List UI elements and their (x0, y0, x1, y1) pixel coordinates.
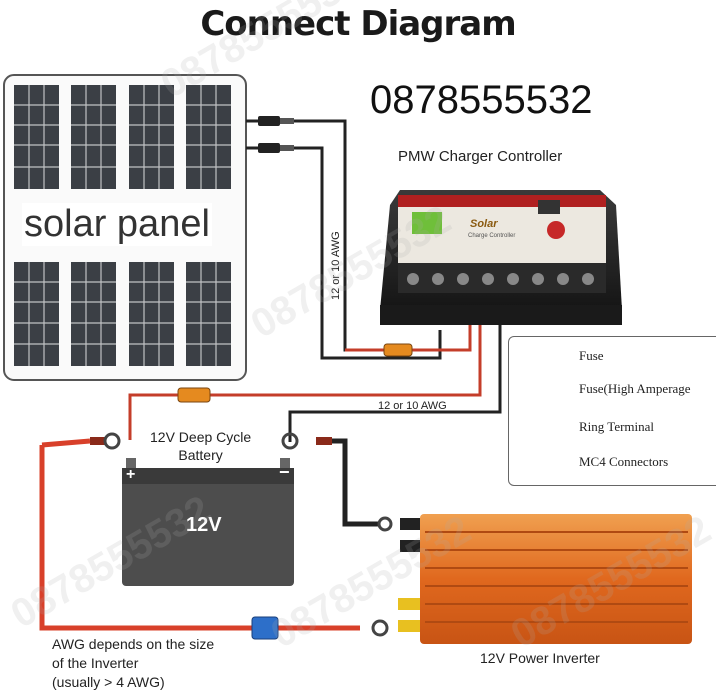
wire-gauge-horizontal: 12 or 10 AWG (378, 400, 447, 412)
legend-fuse-label: Fuse (579, 348, 604, 363)
battery-label-line2: Battery (178, 447, 223, 463)
solar-cells-top (14, 85, 231, 189)
inverter-wire-note-line2: of the Inverter (52, 655, 139, 671)
controller-label: PMW Charger Controller (398, 148, 563, 165)
solar-cells-bottom (14, 262, 231, 366)
legend-ring-terminal-label: Ring Terminal (579, 419, 655, 434)
battery-label-line1: 12V Deep Cycle (150, 429, 252, 445)
fuse-battery (177, 387, 211, 403)
inverter-wire-note: AWG depends on the size of the Inverter … (52, 635, 214, 692)
diagram-title: Connect Diagram (200, 4, 516, 44)
battery-plus: + (126, 466, 136, 483)
phone-number: 0878555532 (370, 78, 593, 122)
inverter-wire-note-line1: AWG depends on the size (52, 636, 215, 652)
ring-terminals-battery (90, 432, 332, 450)
battery-wires (128, 325, 502, 442)
charge-controller (380, 190, 622, 325)
fuse-panel (383, 343, 413, 357)
battery-label: 12V Deep Cycle Battery (150, 428, 251, 464)
controller-subtitle: Charge Controller (468, 233, 516, 239)
solar-cell-grid (14, 85, 231, 366)
battery-voltage: 12V (186, 514, 222, 536)
battery-minus: − (279, 462, 290, 482)
ring-terminal-inverter-negative (377, 516, 393, 532)
solar-panel-label: solar panel (22, 203, 212, 246)
controller-brand: Solar (470, 218, 498, 230)
inverter-wire-note-line3: (usually > 4 AWG) (52, 674, 165, 690)
inverter (398, 514, 692, 644)
fuse-high-amperage (251, 616, 279, 640)
inverter-label: 12V Power Inverter (480, 650, 600, 666)
legend-high-amperage-fuse-label: Fuse(High Amperage (579, 381, 691, 396)
solar-panel (3, 74, 247, 381)
mc4-connectors (246, 116, 294, 153)
legend: Fuse Fuse(High Amperage Ring Terminal MC… (508, 336, 716, 486)
battery (122, 458, 294, 586)
ring-terminal-inverter-positive (371, 619, 389, 637)
legend-mc4-label: MC4 Connectors (579, 454, 669, 469)
